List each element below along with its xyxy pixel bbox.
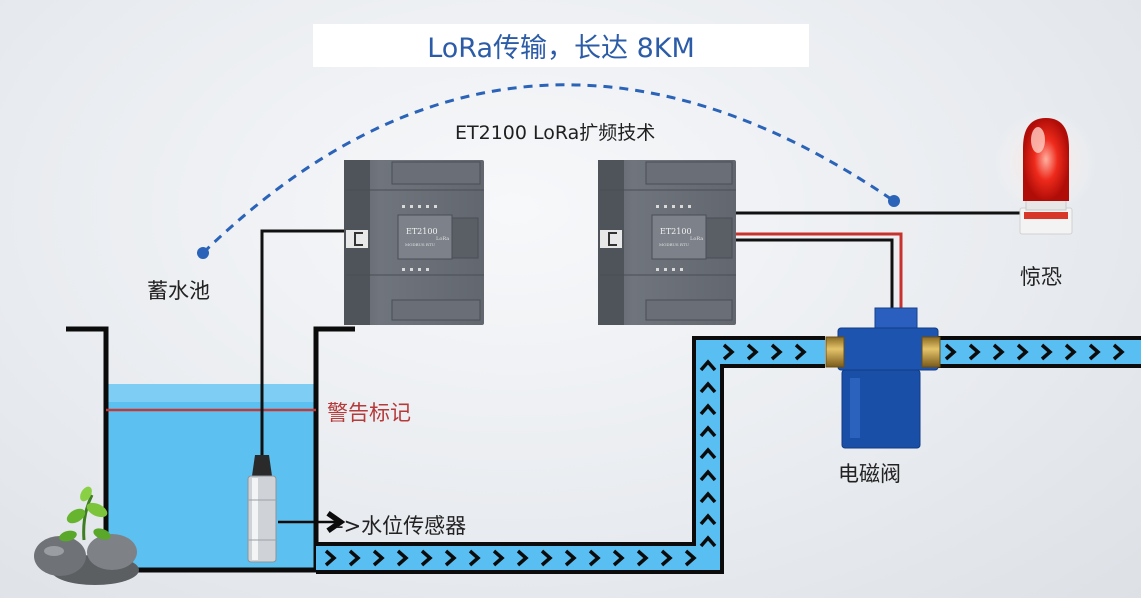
technology-label: ET2100 LoRa扩频技术 — [455, 122, 656, 144]
arc-end-right-dot — [888, 195, 900, 207]
arc-end-left-dot — [197, 247, 209, 259]
valve-wire-red — [733, 232, 903, 316]
module-left-model: ET2100 — [406, 227, 438, 236]
valve-wire-black — [733, 238, 894, 316]
alarm-label: 惊恐 — [1020, 265, 1062, 289]
plant-decoration — [34, 486, 139, 585]
module-right-brand: LoRa — [690, 236, 703, 242]
alarm-light — [993, 110, 1097, 235]
solenoid-valve-label: 电磁阀 — [838, 462, 901, 486]
reservoir-water — [106, 384, 316, 570]
module-left-brand: LoRa — [436, 236, 449, 242]
solenoid-valve — [825, 307, 941, 449]
module-right-sub: MODBUS RTU — [659, 242, 690, 247]
water-pipe — [316, 336, 1141, 574]
lora-module-left: ET2100 LoRa MODBUS RTU — [344, 160, 484, 325]
module-left-sub: MODBUS RTU — [405, 242, 436, 247]
title-banner: LoRa传输，长达 8KM — [313, 24, 809, 67]
level-sensor-label: ->水位传感器 — [336, 514, 467, 538]
lora-module-right: ET2100 LoRa MODBUS RTU — [598, 160, 736, 325]
lora-link-arc — [201, 83, 895, 255]
module-right-model: ET2100 — [660, 227, 692, 236]
sensor-cable — [260, 229, 355, 455]
warning-mark-label: 警告标记 — [327, 401, 411, 425]
level-sensor — [247, 455, 277, 563]
reservoir-tank — [66, 326, 355, 573]
reservoir-label: 蓄水池 — [147, 279, 210, 303]
title-text: LoRa传输，长达 8KM — [427, 33, 695, 64]
